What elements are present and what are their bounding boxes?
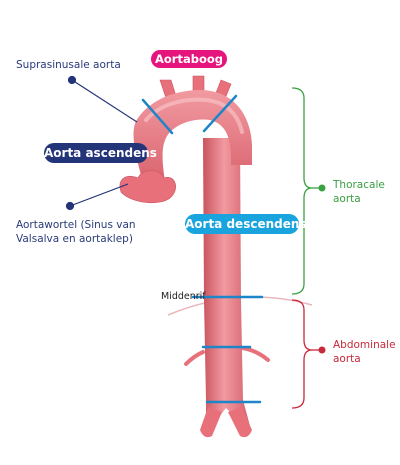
abdominal-dot — [318, 346, 326, 354]
aorta-ascendens-label: Aorta ascendens — [44, 143, 157, 163]
aorta-descendens-label: Aorta descendens — [185, 214, 307, 234]
suprasinusale-aorta-label: Suprasinusale aorta — [16, 59, 121, 71]
descending-aorta — [203, 138, 250, 426]
abdominal-side-branches — [184, 346, 270, 366]
abdominale-aorta-label: Abdominale aorta — [333, 339, 396, 365]
marker-arch-end — [202, 94, 238, 133]
aortic-root — [119, 170, 176, 204]
thoracale-aorta-label: Thoracale aorta — [333, 179, 385, 205]
thoracic-dot — [318, 184, 326, 192]
segment-markers — [141, 94, 264, 404]
aortawortel-label: Aortawortel (Sinus van Valsalva en aorta… — [16, 219, 136, 245]
abdominal-bracket — [291, 299, 322, 409]
aortaboog-label: Aortaboog — [151, 50, 227, 68]
leader-lines — [65, 75, 138, 211]
middenrif-label: Middenrif — [161, 291, 206, 302]
arch-highlight — [144, 97, 244, 134]
aortic-arch — [133, 90, 252, 182]
marker-suprasinusal — [141, 98, 174, 135]
thoracic-bracket — [291, 87, 322, 295]
iliac-branches — [200, 407, 252, 438]
